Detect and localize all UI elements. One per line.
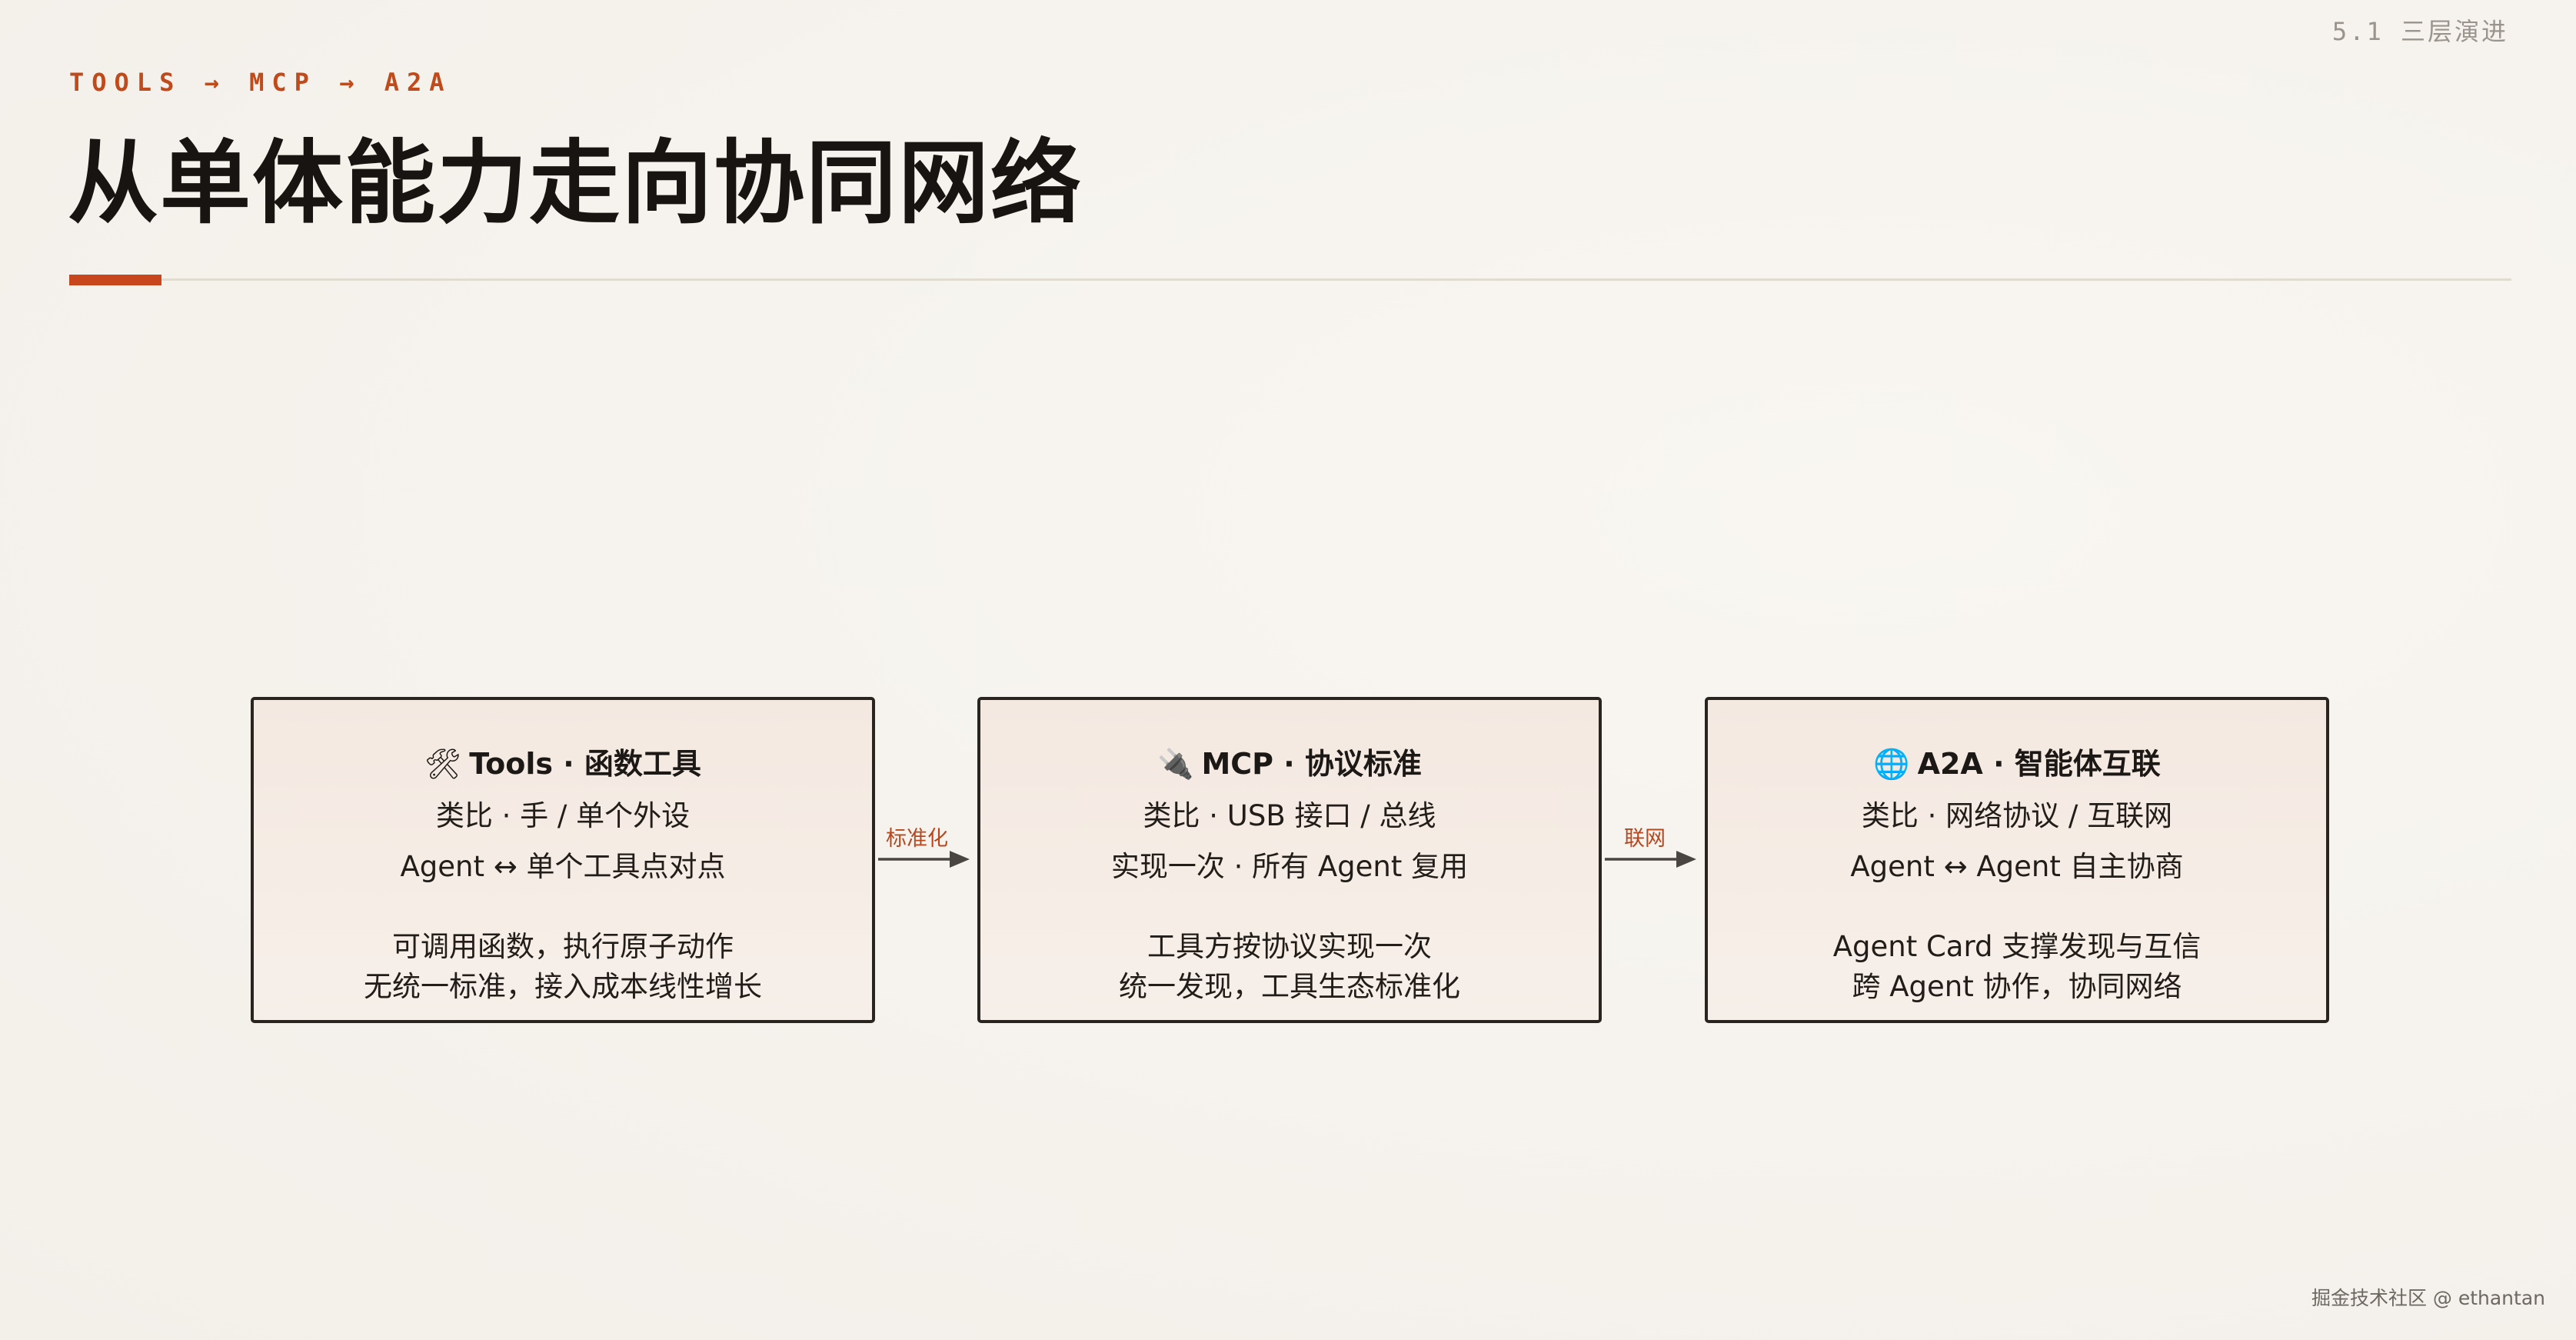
node-title-text: MCP · 协议标准: [1201, 747, 1422, 781]
node-line: 实现一次 · 所有 Agent 复用: [1110, 850, 1469, 883]
kicker: TOOLS → MCP → A2A: [69, 68, 452, 97]
node-line: 统一发现，工具生态标准化: [1119, 970, 1460, 1003]
plug-icon: 🔌: [1157, 747, 1194, 781]
node-title: 🌐A2A · 智能体互联: [1708, 745, 2326, 783]
edge-label-network: 联网: [1624, 827, 1666, 851]
node-mcp: 🔌MCP · 协议标准 类比 · USB 接口 / 总线 实现一次 · 所有 A…: [977, 697, 1602, 1023]
title-rule-accent: [69, 275, 161, 285]
node-title: 🛠Tools · 函数工具: [254, 745, 872, 783]
node-line: 类比 · 网络协议 / 互联网: [1861, 799, 2173, 832]
tools-icon: 🛠: [424, 747, 462, 781]
globe-icon: 🌐: [1873, 747, 1910, 781]
source-credit: 掘金技术社区 @ ethantan: [2311, 1287, 2545, 1309]
edge-arrow-mcp-a2a: [1605, 851, 1696, 868]
page-number: 5.1 三层演进: [2331, 17, 2508, 46]
node-line: 可调用函数，执行原子动作: [392, 930, 734, 963]
node-a2a: 🌐A2A · 智能体互联 类比 · 网络协议 / 互联网 Agent ↔ Age…: [1705, 697, 2329, 1023]
page-title: 从单体能力走向协同网络: [68, 129, 1083, 236]
edge-label-standardize: 标准化: [886, 827, 948, 851]
node-line: 类比 · USB 接口 / 总线: [1143, 799, 1436, 832]
node-line: 无统一标准，接入成本线性增长: [364, 970, 762, 1003]
node-line: 类比 · 手 / 单个外设: [435, 799, 691, 832]
node-line: Agent ↔ Agent 自主协商: [1850, 850, 2184, 883]
node-title-text: Tools · 函数工具: [469, 747, 701, 781]
node-line: Agent ↔ 单个工具点对点: [400, 850, 726, 883]
edge-arrow-tools-mcp: [878, 851, 970, 868]
title-rule: [69, 278, 2511, 281]
node-line: Agent Card 支撑发现与互信: [1832, 930, 2202, 963]
node-tools: 🛠Tools · 函数工具 类比 · 手 / 单个外设 Agent ↔ 单个工具…: [251, 697, 875, 1023]
node-line: 工具方按协议实现一次: [1147, 930, 1432, 963]
node-line: 跨 Agent 协作，协同网络: [1852, 970, 2182, 1003]
node-title: 🔌MCP · 协议标准: [980, 745, 1599, 783]
node-title-text: A2A · 智能体互联: [1917, 747, 2161, 781]
